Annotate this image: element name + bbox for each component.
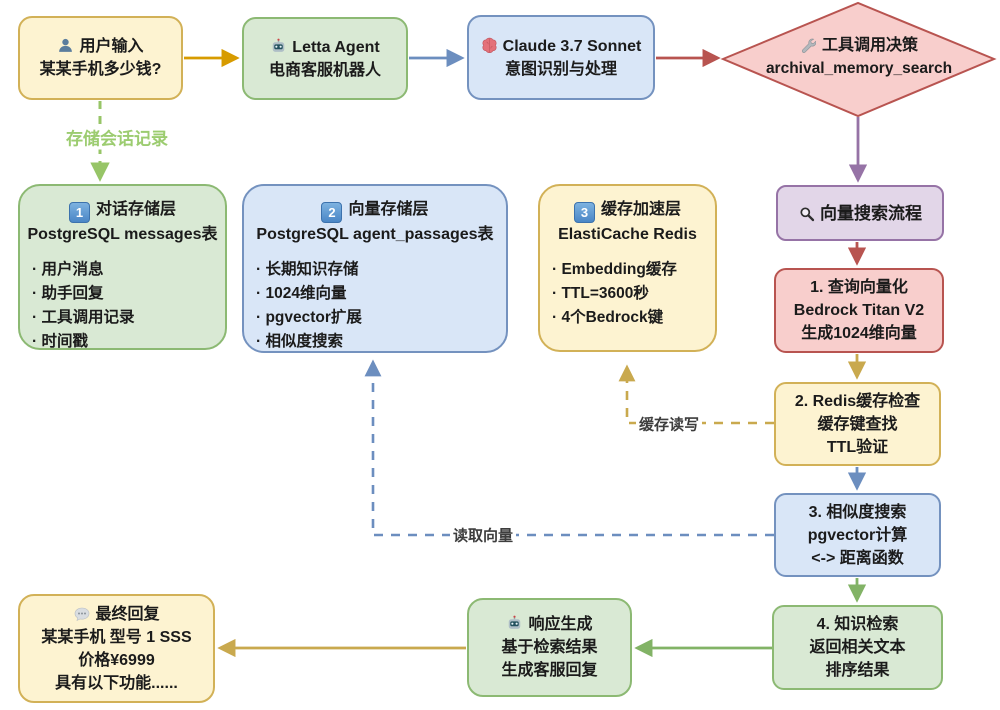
vector-storage-list: 长期知识存储 1024维向量 pgvector扩展 相似度搜索 (244, 246, 506, 354)
step3-line: <-> 距离函数 (811, 549, 904, 567)
keycap-1-icon: 1 (68, 202, 90, 223)
tool-decision-function: archival_memory_search (765, 60, 953, 77)
decision-diamond-shape (720, 1, 997, 118)
final-reply-line: 价格¥6999 (78, 651, 155, 669)
brain-icon (481, 37, 498, 54)
step4-line: 4. 知识检索 (816, 616, 899, 633)
response-generation-line: 生成客服回复 (501, 662, 598, 679)
step2-line: 缓存键查找 (817, 415, 898, 433)
letta-agent-title: Letta Agent (292, 38, 380, 56)
conversation-storage-list: 用户消息 助手回复 工具调用记录 时间戳 (20, 246, 225, 354)
step2-line: TTL验证 (826, 438, 889, 456)
list-item: pgvector扩展 (256, 306, 506, 330)
step1-line: 生成1024维向量 (801, 325, 917, 342)
user-input-title: 用户输入 (79, 38, 144, 55)
step2-line: 2. Redis缓存检查 (794, 392, 921, 410)
tool-decision-node: 工具调用决策 archival_memory_search (733, 34, 985, 80)
speech-bubble-icon (73, 606, 90, 623)
step4-knowledge-retrieval-node: 4. 知识检索 返回相关文本 排序结果 (772, 605, 943, 690)
letta-agent-subtitle: 电商客服机器人 (268, 61, 381, 79)
step3-line: 3. 相似度搜索 (808, 503, 907, 521)
user-input-node: 用户输入 某某手机多少钱? (18, 16, 183, 100)
cache-layer-list: Embedding缓存 TTL=3600秒 4个Bedrock键 (540, 246, 715, 330)
keycap-2-icon: 2 (321, 202, 343, 223)
claude-node: Claude 3.7 Sonnet 意图识别与处理 (467, 15, 655, 100)
list-item: 时间戳 (32, 330, 225, 354)
list-item: 相似度搜索 (256, 330, 506, 354)
final-reply-title: 最终回复 (95, 605, 160, 623)
vector-search-header-node: 向量搜索流程 (776, 185, 944, 241)
list-item: 用户消息 (32, 258, 225, 282)
conversation-storage-node: 1 对话存储层 PostgreSQL messages表 用户消息 助手回复 工具… (18, 184, 227, 350)
step1-line: Bedrock Titan V2 (793, 302, 925, 319)
vector-storage-node: 2 向量存储层 PostgreSQL agent_passages表 长期知识存储… (242, 184, 508, 353)
list-item: Embedding缓存 (552, 258, 715, 282)
conversation-storage-subtitle: PostgreSQL messages表 (27, 226, 218, 243)
list-item: 4个Bedrock键 (552, 306, 715, 330)
user-icon (57, 37, 74, 54)
claude-title: Claude 3.7 Sonnet (502, 37, 642, 55)
wrench-icon (800, 37, 817, 54)
final-reply-line: 具有以下功能...... (55, 674, 178, 692)
cache-layer-subtitle: ElastiCache Redis (558, 226, 697, 243)
cache-layer-title: 缓存加速层 (600, 201, 681, 218)
robot-icon (270, 38, 287, 55)
list-item: 助手回复 (32, 282, 225, 306)
step1-query-vectorize-node: 1. 查询向量化 Bedrock Titan V2 生成1024维向量 (774, 268, 944, 353)
search-icon (798, 205, 815, 222)
step4-line: 返回相关文本 (809, 639, 906, 656)
list-item: 长期知识存储 (256, 258, 506, 282)
store-session-edge-label: 存储会话记录 (63, 124, 171, 150)
user-input-question: 某某手机多少钱? (39, 61, 162, 78)
response-generation-line: 基于检索结果 (501, 639, 598, 656)
list-item: TTL=3600秒 (552, 282, 715, 306)
cache-rw-edge-label: 缓存读写 (635, 413, 703, 435)
step3-similarity-search-node: 3. 相似度搜索 pgvector计算 <-> 距离函数 (774, 493, 941, 577)
vector-storage-subtitle: PostgreSQL agent_passages表 (256, 226, 494, 243)
step3-line: pgvector计算 (807, 526, 908, 544)
response-generation-title: 响应生成 (528, 616, 593, 633)
letta-agent-node: Letta Agent 电商客服机器人 (242, 17, 408, 100)
step2-redis-check-node: 2. Redis缓存检查 缓存键查找 TTL验证 (774, 382, 941, 466)
robot-icon (506, 615, 523, 632)
list-item: 1024维向量 (256, 282, 506, 306)
final-reply-node: 最终回复 某某手机 型号 1 SSS 价格¥6999 具有以下功能...... (18, 594, 215, 703)
vector-storage-title: 向量存储层 (348, 201, 429, 218)
vector-search-header-title: 向量搜索流程 (820, 203, 922, 223)
list-item: 工具调用记录 (32, 306, 225, 330)
response-generation-node: 响应生成 基于检索结果 生成客服回复 (467, 598, 632, 697)
step1-line: 1. 查询向量化 (810, 279, 908, 296)
tool-decision-title: 工具调用决策 (821, 37, 918, 54)
cache-layer-node: 3 缓存加速层 ElastiCache Redis Embedding缓存 TTL… (538, 184, 717, 352)
final-reply-line: 某某手机 型号 1 SSS (41, 628, 192, 646)
conversation-storage-title: 对话存储层 (95, 201, 176, 218)
claude-subtitle: 意图识别与处理 (504, 60, 617, 78)
read-vector-edge-label: 读取向量 (449, 524, 517, 546)
step4-line: 排序结果 (825, 662, 890, 679)
keycap-3-icon: 3 (573, 202, 595, 223)
